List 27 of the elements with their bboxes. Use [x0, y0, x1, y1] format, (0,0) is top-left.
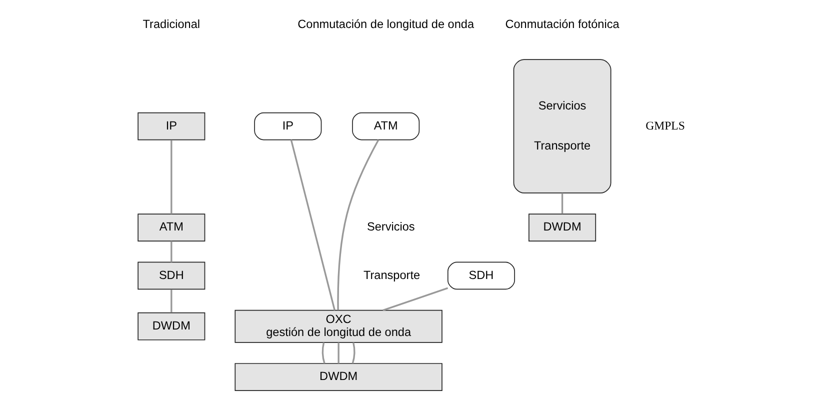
node-box: SDH — [138, 262, 206, 290]
connector — [170, 289, 172, 313]
connector — [338, 342, 340, 364]
connector — [322, 342, 326, 364]
label: Tradicional — [142, 17, 200, 32]
label: GMPLS — [646, 118, 685, 132]
node-box: IP — [138, 112, 206, 140]
node-box: DWDM — [234, 363, 442, 391]
node-box: DWDM — [138, 312, 206, 340]
node-box: ATM — [352, 112, 420, 140]
label: Conmutación de longitud de onda — [298, 17, 474, 32]
label: Servicios — [366, 220, 415, 234]
connector — [352, 342, 356, 364]
label: Transporte — [363, 268, 420, 282]
node-box: ATM — [138, 214, 206, 242]
node-box: IP — [254, 112, 322, 140]
connector — [382, 287, 448, 312]
connector — [337, 139, 380, 310]
connector — [170, 140, 172, 214]
connector — [561, 193, 564, 214]
node-box: Servicios Transporte — [513, 59, 612, 194]
node-box: SDH — [447, 262, 515, 290]
connector — [170, 241, 172, 262]
node-box: DWDM — [528, 214, 596, 242]
label: Conmutación fotónica — [505, 17, 620, 32]
connector — [290, 140, 336, 310]
node-box: OXC gestión de longitud de onda — [234, 310, 442, 343]
